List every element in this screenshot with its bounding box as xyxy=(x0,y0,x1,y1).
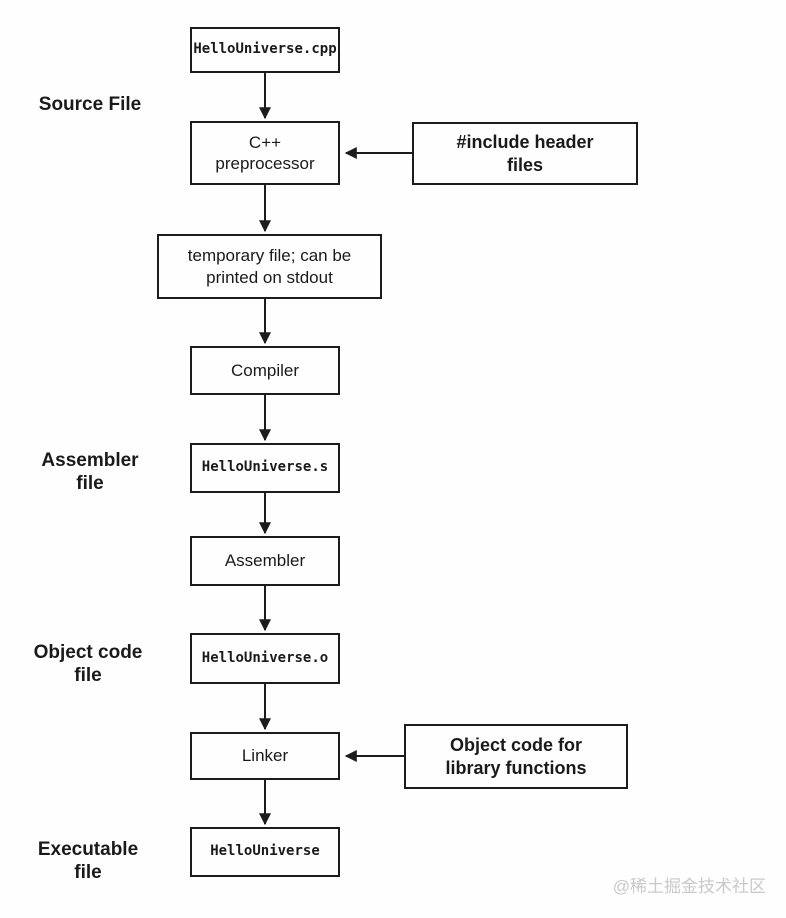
node-cpp-preprocessor: C++ preprocessor xyxy=(190,121,340,185)
node-object-code-library: Object code for library functions xyxy=(404,724,628,789)
node-hellouniverse-cpp-label: HelloUniverse.cpp xyxy=(193,41,337,58)
stage-label-source-file: Source File xyxy=(38,94,142,115)
node-compiler-label: Compiler xyxy=(230,360,300,380)
node-hellouniverse-o-label: HelloUniverse.o xyxy=(201,649,329,666)
node-hellouniverse-s-label: HelloUniverse.s xyxy=(201,459,329,476)
node-compiler: Compiler xyxy=(190,346,340,395)
stage-label-assembler-file: Assembler file xyxy=(41,450,139,494)
watermark: @稀土掘金技术社区 xyxy=(612,877,766,896)
node-linker: Linker xyxy=(190,732,340,780)
stage-label-executable-file: Executable file xyxy=(37,839,139,883)
node-include-header-files-label: #include header files xyxy=(456,132,594,175)
node-assembler-label: Assembler xyxy=(224,551,306,571)
node-cpp-preprocessor-label: C++ preprocessor xyxy=(215,132,315,173)
node-assembler: Assembler xyxy=(190,536,340,586)
node-hellouniverse-s: HelloUniverse.s xyxy=(190,443,340,493)
stage-label-object-code-file: Object code file xyxy=(33,642,143,686)
node-linker-label: Linker xyxy=(241,746,289,766)
node-temporary-file-label: temporary file; can be printed on stdout xyxy=(187,246,352,287)
node-hellouniverse-o: HelloUniverse.o xyxy=(190,633,340,684)
node-hellouniverse-exe-label: HelloUniverse xyxy=(210,843,320,860)
node-temporary-file: temporary file; can be printed on stdout xyxy=(157,234,382,299)
node-hellouniverse-cpp: HelloUniverse.cpp xyxy=(190,27,340,73)
node-hellouniverse-exe: HelloUniverse xyxy=(190,827,340,877)
node-include-header-files: #include header files xyxy=(412,122,638,185)
node-object-code-library-label: Object code for library functions xyxy=(445,735,587,778)
